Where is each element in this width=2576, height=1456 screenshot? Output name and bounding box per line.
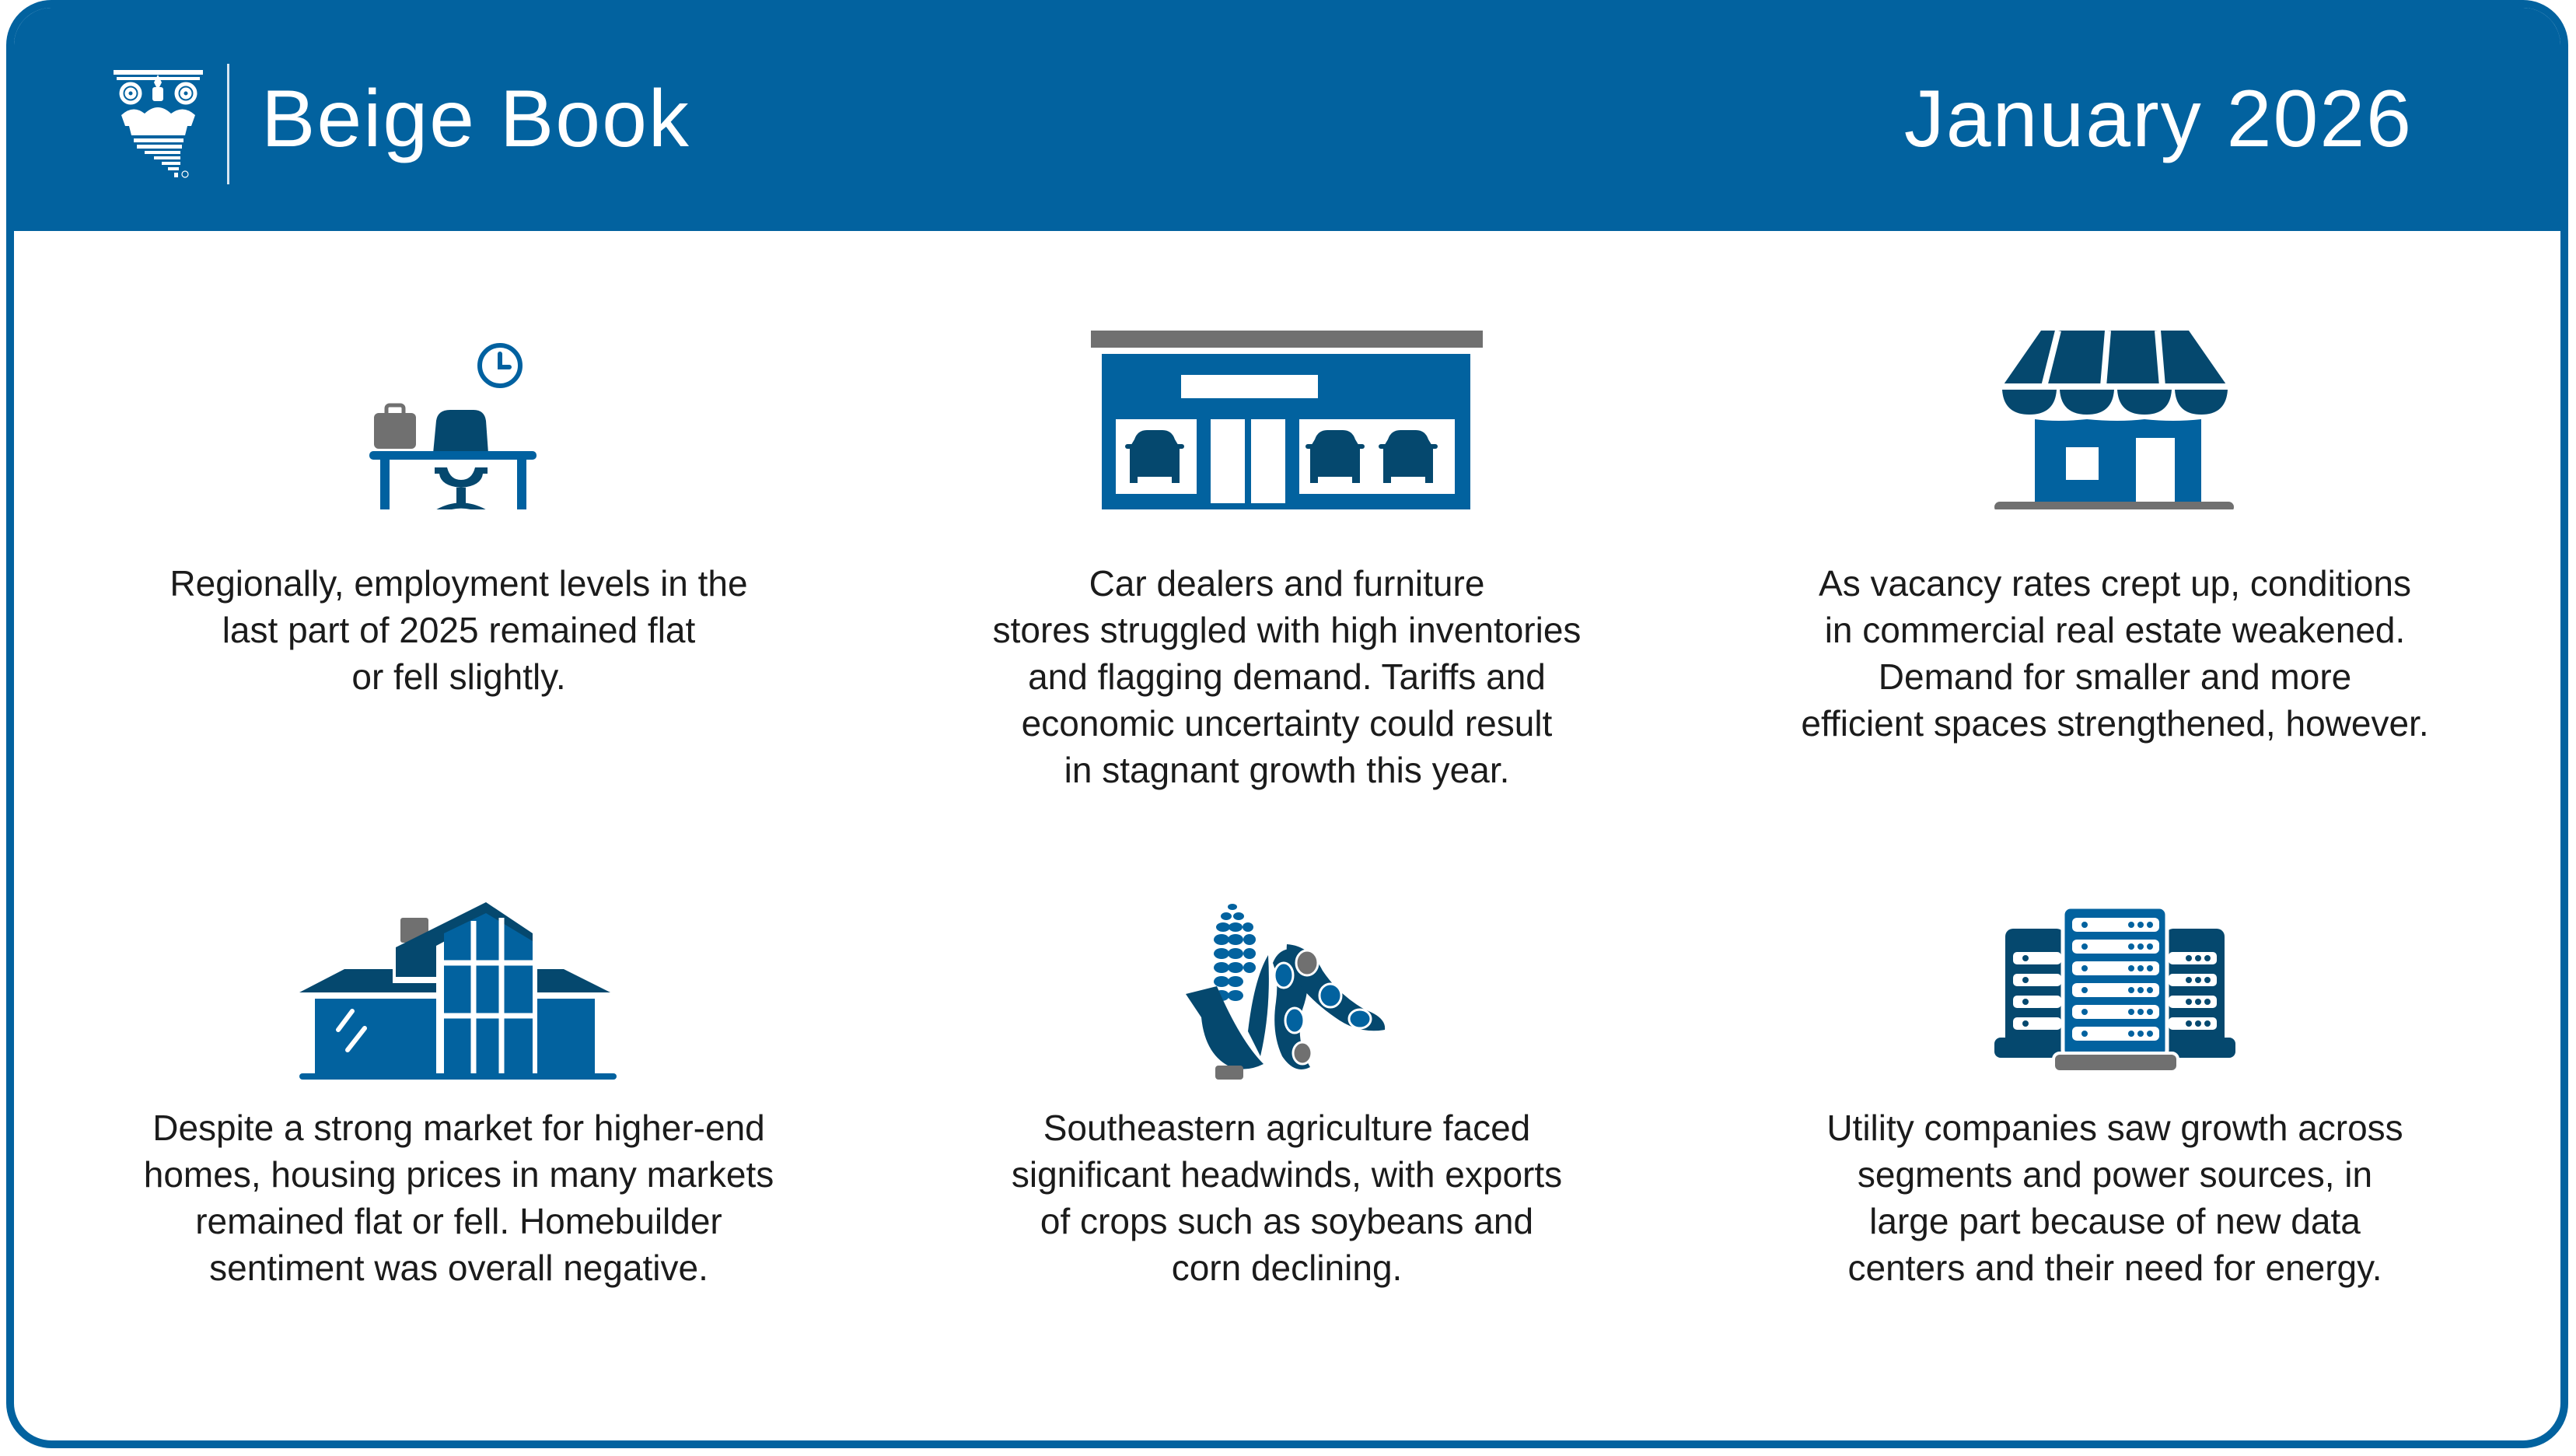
page-title: Beige Book (261, 74, 690, 164)
panel-description: Car dealers and furniture stores struggl… (992, 563, 1582, 790)
corn-soybean-icon (1186, 904, 1386, 1080)
storefront-icon (1994, 331, 2234, 509)
house-icon (299, 902, 617, 1080)
header-divider (227, 64, 229, 184)
corinthian-column-logo-icon (114, 70, 203, 178)
panel-description: Despite a strong market for higher-end h… (143, 1108, 774, 1288)
panel-description: Southeastern agriculture faced significa… (1011, 1108, 1563, 1288)
infographic-card: Beige Book January 2026 Regionally, empl… (6, 0, 2568, 1448)
header-banner: Beige Book January 2026 (14, 8, 2560, 231)
report-date: January 2026 (1903, 74, 2413, 164)
panel-description: As vacancy rates crept up, conditions in… (1801, 563, 2429, 744)
office-desk-icon (369, 343, 537, 509)
panel-description: Utility companies saw growth across segm… (1826, 1108, 2403, 1288)
data-center-servers-icon (1994, 905, 2235, 1072)
panel-description: Regionally, employment levels in the las… (170, 563, 748, 697)
car-dealership-icon (1091, 331, 1483, 509)
